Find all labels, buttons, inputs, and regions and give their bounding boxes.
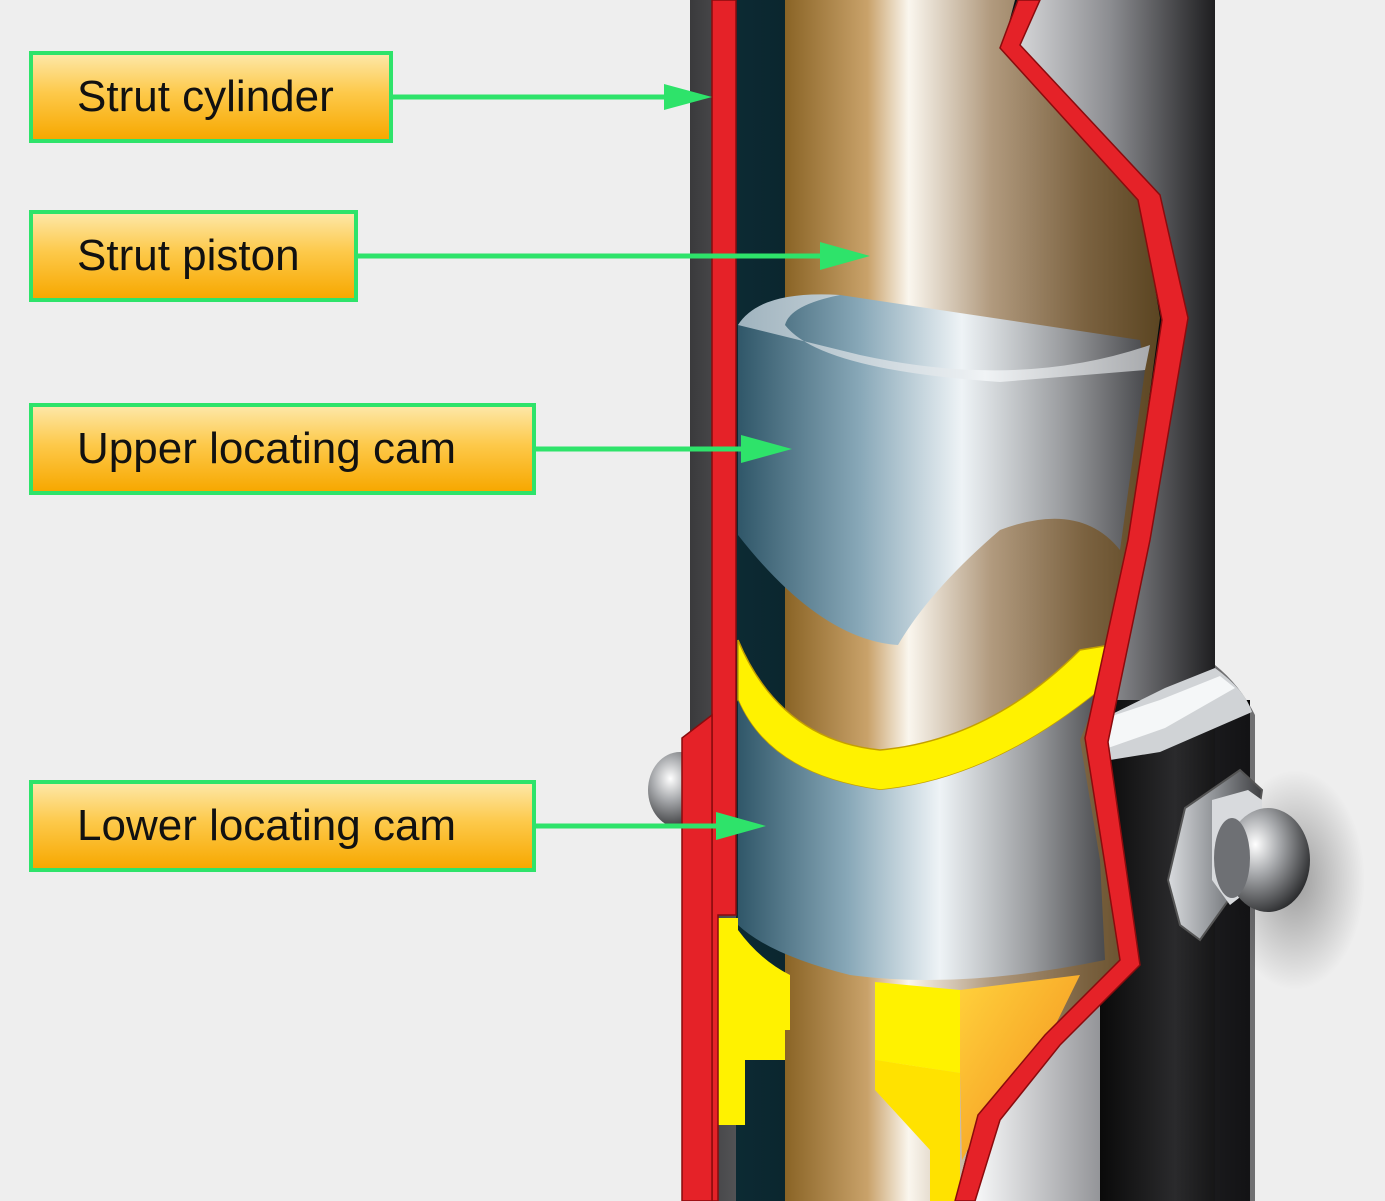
label-lower-locating-cam-text: Lower locating cam [77,801,457,850]
label-strut-cylinder: Strut cylinder [29,51,393,143]
label-lower-locating-cam: Lower locating cam [29,780,536,872]
cylinder-wall-cut-edges [681,0,1189,1201]
label-strut-piston: Strut piston [29,210,358,302]
arrow-upper-locating-cam [534,435,792,463]
arrow-strut-piston [357,242,870,270]
upper-locating-cam [738,294,1150,645]
arrow-lower-locating-cam [534,812,766,840]
label-upper-locating-cam: Upper locating cam [29,403,536,495]
arrow-strut-cylinder [392,84,712,110]
lower-locating-cam [738,690,1105,980]
label-strut-cylinder-text: Strut cylinder [77,72,334,121]
label-strut-piston-text: Strut piston [77,231,300,280]
clamp-collar [1100,668,1252,760]
clamp-bolt [1166,768,1310,942]
label-upper-locating-cam-text: Upper locating cam [77,424,457,473]
